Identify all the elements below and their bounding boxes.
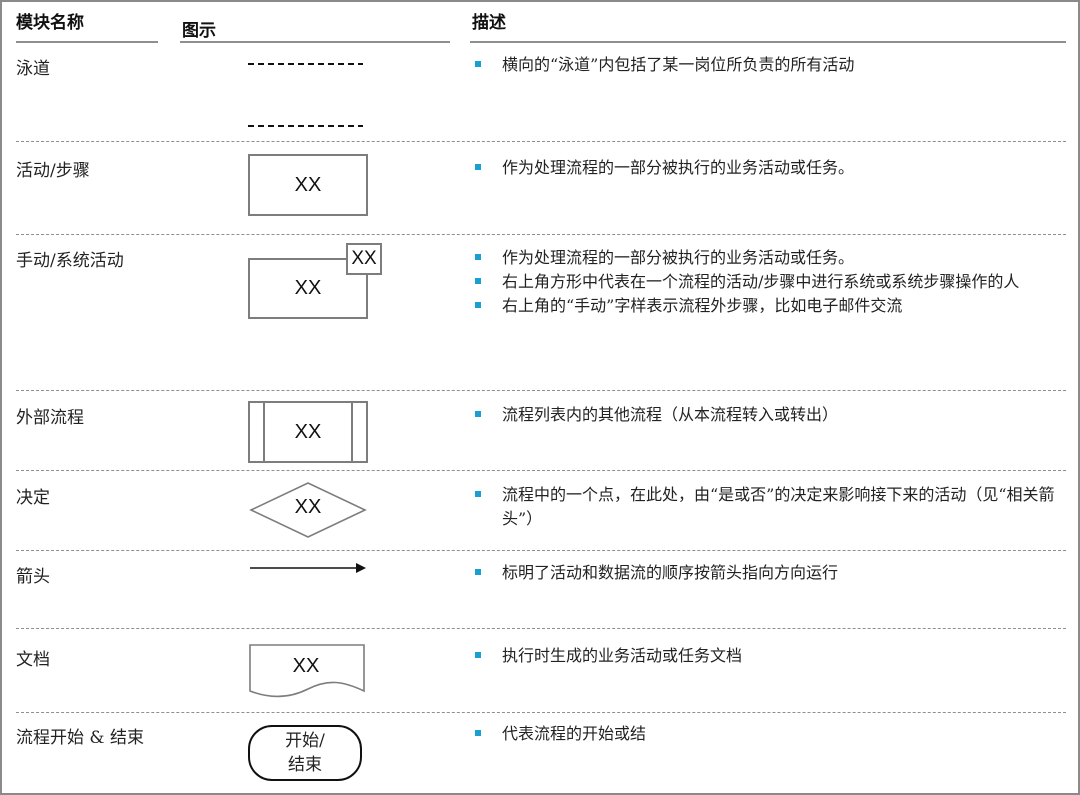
corner-box-label: XX	[351, 248, 377, 269]
row-divider	[16, 712, 1066, 713]
row-divider	[16, 141, 1066, 142]
desc-bullet: 代表流程的开始或结	[472, 722, 1062, 746]
header-rule-figure	[180, 41, 450, 43]
row-divider	[16, 628, 1066, 629]
row-desc-manual-system-activity: 作为处理流程的一部分被执行的业务活动或任务。 右上角方形中代表在一个流程的活动/…	[472, 246, 1062, 318]
row-name-swimlane: 泳道	[16, 59, 50, 79]
row-divider	[16, 390, 1066, 391]
header-rule-description	[470, 41, 1066, 43]
row-name-start-end: 流程开始 & 结束	[16, 728, 144, 748]
row-divider	[16, 470, 1066, 471]
arrow-right-icon	[250, 563, 366, 573]
activity-shape-label: XX	[294, 173, 322, 196]
external-process-shape: XX	[248, 401, 368, 463]
header-module-name: 模块名称	[16, 13, 84, 33]
row-name-activity: 活动/步骤	[16, 161, 90, 181]
header-description: 描述	[472, 13, 506, 33]
swimlane-shape-icon	[248, 63, 363, 127]
manual-activity-shape-label: XX	[294, 277, 322, 299]
activity-rectangle-shape: XX	[248, 154, 368, 216]
row-name-decision: 决定	[16, 488, 50, 508]
manual-activity-rectangle-shape: XX	[248, 258, 368, 319]
row-desc-decision: 流程中的一个点，在此处，由“是或否”的决定来影响接下来的活动（见“相关箭头”）	[472, 483, 1062, 531]
desc-bullet: 作为处理流程的一部分被执行的业务活动或任务。	[472, 156, 1062, 180]
external-process-shape-label: XX	[294, 420, 322, 443]
header-figure: 图示	[182, 21, 216, 41]
row-name-document: 文档	[16, 650, 50, 670]
terminator-shape: 开始/ 结束	[248, 725, 362, 781]
desc-bullet: 流程列表内的其他流程（从本流程转入或转出）	[472, 403, 1062, 427]
row-divider	[16, 234, 1066, 235]
row-desc-arrow: 标明了活动和数据流的顺序按箭头指向方向运行	[472, 561, 1062, 585]
decision-diamond-icon	[249, 482, 367, 538]
desc-bullet: 执行时生成的业务活动或任务文档	[472, 644, 1062, 668]
row-desc-swimlane: 横向的“泳道”内包括了某一岗位所负责的所有活动	[472, 53, 1062, 77]
row-name-arrow: 箭头	[16, 567, 50, 587]
row-desc-external-process: 流程列表内的其他流程（从本流程转入或转出）	[472, 403, 1062, 427]
header-rule-module-name	[16, 41, 158, 43]
desc-bullet: 右上角的“手动”字样表示流程外步骤，比如电子邮件交流	[472, 294, 1062, 318]
row-name-external-process: 外部流程	[16, 408, 84, 428]
row-name-manual-system-activity: 手动/系统活动	[16, 251, 124, 271]
document-shape-icon	[249, 644, 365, 698]
row-desc-start-end: 代表流程的开始或结	[472, 722, 1062, 746]
desc-bullet: 流程中的一个点，在此处，由“是或否”的决定来影响接下来的活动（见“相关箭头”）	[472, 483, 1062, 531]
row-divider	[16, 550, 1066, 551]
desc-bullet: 标明了活动和数据流的顺序按箭头指向方向运行	[472, 561, 1062, 585]
terminator-label-line1: 开始/	[285, 731, 325, 751]
document-shape-label: XX	[292, 655, 320, 677]
row-desc-activity: 作为处理流程的一部分被执行的业务活动或任务。	[472, 156, 1062, 180]
desc-bullet: 横向的“泳道”内包括了某一岗位所负责的所有活动	[472, 53, 1062, 77]
terminator-label-line2: 结束	[288, 755, 322, 775]
desc-bullet: 右上角方形中代表在一个流程的活动/步骤中进行系统或系统步骤操作的人	[472, 270, 1062, 294]
manual-activity-corner-box: XX	[346, 243, 382, 275]
desc-bullet: 作为处理流程的一部分被执行的业务活动或任务。	[472, 246, 1062, 270]
decision-shape-label: XX	[294, 496, 322, 518]
row-desc-document: 执行时生成的业务活动或任务文档	[472, 644, 1062, 668]
